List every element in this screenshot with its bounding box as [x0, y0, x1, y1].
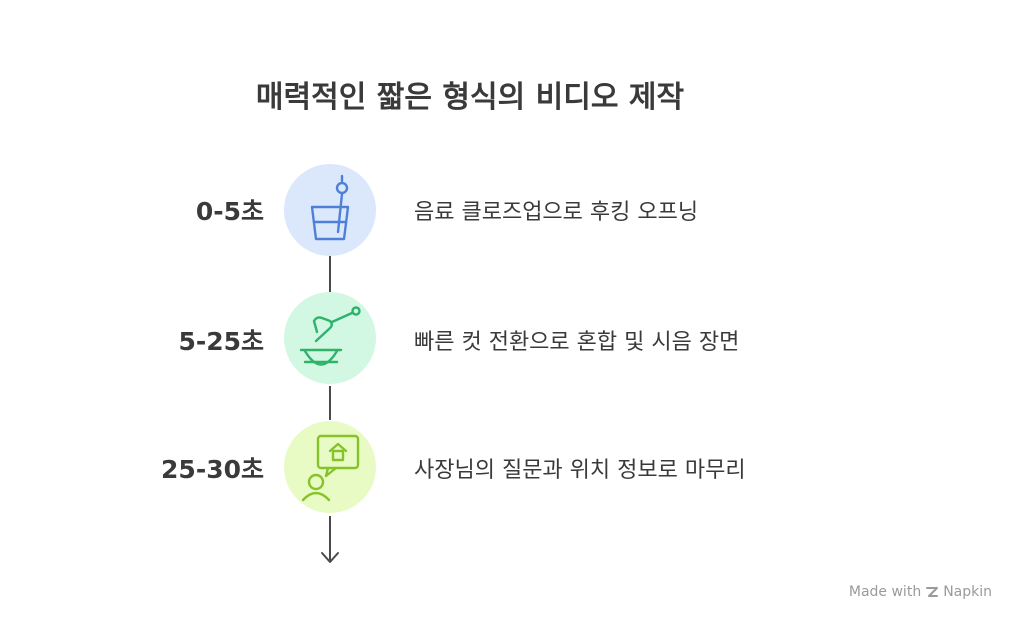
stage-circle-1 [284, 164, 376, 256]
napkin-logo-icon [926, 587, 939, 597]
drink-cup-icon [310, 174, 350, 241]
mixing-bowl-icon [299, 306, 361, 366]
watermark-brand: Napkin [943, 584, 992, 600]
arrow-head [321, 552, 339, 563]
page-title: 매력적인 짧은 형식의 비디오 제작 [255, 80, 685, 115]
stage-time-label-1: 0-5초 [195, 197, 264, 226]
stage-description-2: 빠른 컷 전환으로 혼합 및 시음 장면 [414, 330, 740, 355]
stage-circle-2 [284, 292, 376, 384]
stage-description-3: 사장님의 질문과 위치 정보로 마무리 [414, 458, 746, 483]
napkin-watermark[interactable]: Made with Napkin [849, 584, 992, 600]
watermark-prefix: Made with [848, 584, 922, 600]
stage-description-1: 음료 클로즈업으로 후킹 오프닝 [414, 200, 699, 225]
stage-time-label-2: 5-25초 [178, 327, 264, 356]
owner-location-icon [301, 434, 360, 502]
stage-time-label-3: 25-30초 [161, 455, 264, 484]
